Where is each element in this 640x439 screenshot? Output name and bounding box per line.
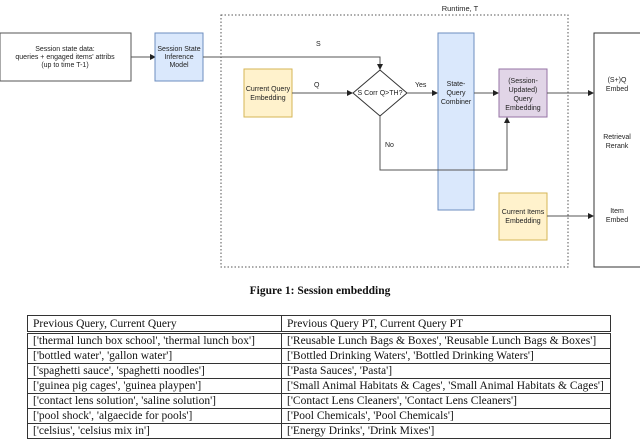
svg-text:queries + engaged items' attr: queries + engaged items' attribs bbox=[15, 54, 115, 61]
svg-text:Rerank: Rerank bbox=[606, 143, 629, 150]
table-cell: ['bottled water', 'gallon water'] bbox=[27, 348, 282, 364]
svg-text:(S+)Q: (S+)Q bbox=[608, 77, 627, 84]
table-cell: ['pool shock', 'algaecide for pools'] bbox=[27, 408, 282, 424]
svg-text:Updated): Updated) bbox=[509, 87, 538, 94]
svg-text:Current Items: Current Items bbox=[502, 209, 545, 216]
svg-text:Inference: Inference bbox=[164, 54, 193, 61]
yes-label: Yes bbox=[415, 82, 427, 89]
updated-query-embedding: (Session- Updated) Query Embedding bbox=[498, 68, 548, 118]
svg-text:Query: Query bbox=[513, 96, 533, 103]
no-label: No bbox=[385, 142, 394, 149]
table-cell: ['celsius', 'celsius mix in'] bbox=[27, 423, 282, 439]
decision-diamond: S Corr Q>TH? bbox=[352, 69, 408, 117]
table-row: ['bottled water', 'gallon water']['Bottl… bbox=[27, 348, 611, 364]
table-row: ['guinea pig cages', 'guinea playpen']['… bbox=[27, 378, 611, 394]
column-header: Previous Query PT, Current Query PT bbox=[281, 315, 611, 334]
runtime-label: Runtime, T bbox=[442, 4, 479, 13]
retrieval-panel: (S+)Q Embed Retrieval Rerank Item Embed bbox=[593, 32, 640, 268]
table-row: ['celsius', 'celsius mix in']['Energy Dr… bbox=[27, 423, 611, 439]
table-cell: ['Pool Chemicals', 'Pool Chemicals'] bbox=[281, 408, 611, 424]
svg-text:Item: Item bbox=[610, 208, 624, 215]
svg-text:Session State: Session State bbox=[157, 46, 200, 53]
svg-text:Embed: Embed bbox=[606, 217, 628, 224]
svg-text:Retrieval: Retrieval bbox=[603, 134, 631, 141]
current-items-embedding: Current Items Embedding bbox=[498, 192, 548, 241]
svg-text:Query: Query bbox=[446, 90, 466, 97]
runtime-boundary bbox=[220, 14, 569, 268]
table-cell: ['thermal lunch box school', 'thermal lu… bbox=[27, 332, 282, 349]
session-embedding-diagram: Runtime, T Session state data: queries +… bbox=[0, 4, 640, 268]
svg-text:Combiner: Combiner bbox=[441, 99, 472, 106]
svg-text:Embedding: Embedding bbox=[250, 95, 286, 102]
session-state-data-box: Session state data: queries + engaged it… bbox=[0, 32, 132, 82]
s-label: S bbox=[316, 41, 321, 48]
svg-text:Embedding: Embedding bbox=[505, 105, 541, 112]
column-header: Previous Query, Current Query bbox=[27, 315, 282, 334]
table-row: ['thermal lunch box school', 'thermal lu… bbox=[27, 332, 611, 349]
table-header: Previous Query, Current Query Previous Q… bbox=[27, 315, 611, 334]
table-cell: ['Small Animal Habitats & Cages', 'Small… bbox=[281, 378, 611, 394]
svg-text:S Corr Q>TH?: S Corr Q>TH? bbox=[358, 90, 403, 97]
svg-text:(up to time T-1): (up to time T-1) bbox=[41, 62, 88, 69]
figure-caption: Figure 1: Session embedding bbox=[249, 285, 391, 297]
svg-text:Embed: Embed bbox=[606, 86, 628, 93]
svg-text:(Session-: (Session- bbox=[508, 78, 538, 85]
svg-text:Current Query: Current Query bbox=[246, 86, 291, 93]
table-row: ['spaghetti sauce', 'spaghetti noodles']… bbox=[27, 363, 611, 379]
table-cell: ['Pasta Sauces', 'Pasta'] bbox=[281, 363, 611, 379]
q-label: Q bbox=[314, 82, 320, 89]
table-row: ['pool shock', 'algaecide for pools']['P… bbox=[27, 408, 611, 424]
svg-text:Model: Model bbox=[169, 62, 189, 69]
table-cell: ['contact lens solution', 'saline soluti… bbox=[27, 393, 282, 409]
table-cell: ['Contact Lens Cleaners', 'Contact Lens … bbox=[281, 393, 611, 409]
table-cell: ['Reusable Lunch Bags & Boxes', 'Reusabl… bbox=[281, 332, 611, 349]
table-cell: ['guinea pig cages', 'guinea playpen'] bbox=[27, 378, 282, 394]
svg-text:State-: State- bbox=[447, 81, 466, 88]
state-query-combiner: State- Query Combiner bbox=[437, 32, 475, 211]
current-query-embedding: Current Query Embedding bbox=[243, 68, 293, 118]
table-row: ['contact lens solution', 'saline soluti… bbox=[27, 393, 611, 409]
svg-text:Session state data:: Session state data: bbox=[35, 46, 95, 53]
table-cell: ['Energy Drinks', 'Drink Mixes'] bbox=[281, 423, 611, 439]
table-cell: ['spaghetti sauce', 'spaghetti noodles'] bbox=[27, 363, 282, 379]
table-cell: ['Bottled Drinking Waters', 'Bottled Dri… bbox=[281, 348, 611, 364]
session-state-inference-model: Session State Inference Model bbox=[154, 32, 204, 82]
svg-text:Embedding: Embedding bbox=[505, 218, 541, 225]
query-pairs-table: Previous Query, Current Query Previous Q… bbox=[27, 315, 611, 439]
